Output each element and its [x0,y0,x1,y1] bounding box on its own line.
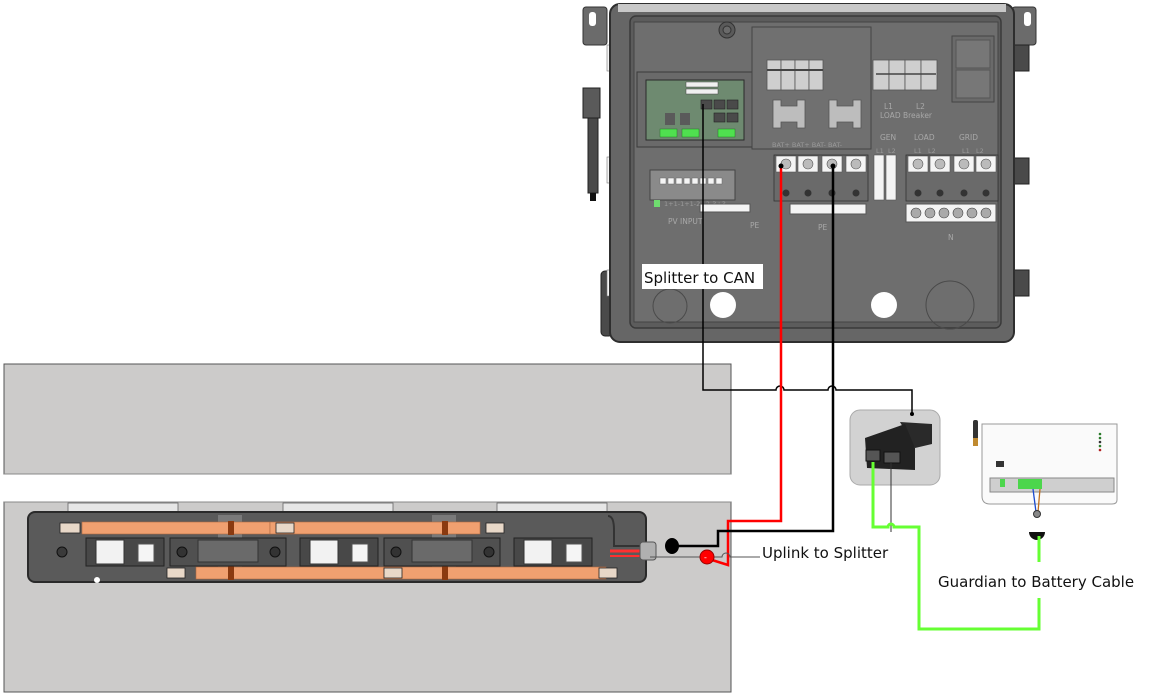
cable-end-icon [1029,532,1045,540]
neutral-label: N [948,233,954,242]
guardian-device [973,420,1118,540]
pe-right-label: PE [818,223,828,232]
bat-terminals-label: BAT+ BAT+ BAT- BAT- [772,141,843,149]
terminal-blocks: L1 L2 L1 L2 L1 L2 [773,147,999,202]
floor-gap [4,474,731,502]
breaker-l2-label: L2 [916,102,925,111]
load-label: LOAD [914,133,935,142]
negative-connector [665,538,679,554]
wires [650,104,1041,631]
splitter-to-can-bg [642,264,763,289]
grid-l2: L2 [976,147,984,155]
uplink-to-splitter-label: Uplink to Splitter [762,544,889,562]
gen-label: GEN [880,133,896,142]
inverter-panel: 1+1-1+1-2+2-3+3- PV INPUT PE PE BAT+ BAT… [582,3,1037,343]
grid-l1: L1 [962,147,970,155]
pv-terminal-labels: 1+1-1+1-2+2-3+3- [664,200,729,208]
battery-module [27,511,647,583]
positive-connector [699,549,715,565]
load-l2: L2 [928,147,936,155]
minus-symbol: - [704,553,707,562]
grid-label: GRID [959,133,978,142]
guardian-to-battery-label: Guardian to Battery Cable [938,573,1134,591]
gen-l1: L1 [876,147,884,155]
guardian-cable [871,462,1041,631]
battery-area [3,363,732,693]
uplink-wire [650,552,760,558]
busbars [81,521,607,580]
guardian-label-bg [936,566,1142,596]
battery-cells [85,537,593,567]
floor-panel-top [3,363,732,475]
splitter-to-can-label: Splitter to CAN [644,269,755,287]
positive-wire [711,166,783,567]
pe-left-label: PE [750,221,760,230]
can-wire [702,104,913,414]
load-l1: L1 [914,147,922,155]
gen-l2: L2 [888,147,896,155]
negative-wire [670,166,835,548]
pv-input-label: PV INPUT [668,217,703,226]
battery-connector [607,515,657,561]
breaker-l1-label: L1 [884,102,893,111]
rj45-splitter [849,409,941,486]
load-breaker-label: LOAD Breaker [880,111,933,120]
